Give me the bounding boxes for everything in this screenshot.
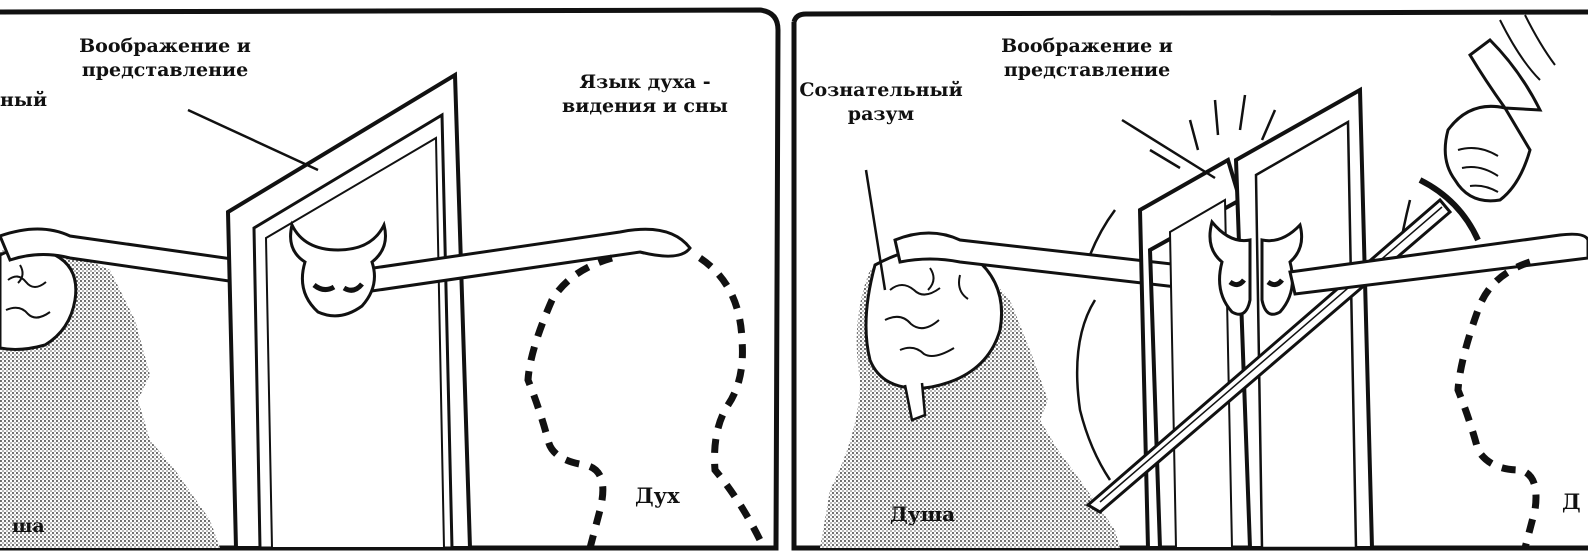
conscious-label-partial: ный: [0, 88, 47, 112]
spirit-language-line1: Язык духа -: [555, 70, 735, 94]
door-icon: [1140, 90, 1372, 548]
hand-icon: [1445, 15, 1555, 201]
imagination-label-line2: представление: [70, 58, 260, 82]
spirit-language-label: Язык духа - видения и сны: [555, 70, 735, 118]
conscious-mind-label: Сознательный разум: [796, 78, 966, 126]
imagination-label-left: Воображение и представление: [70, 34, 260, 82]
imagination-label-line2: представление: [992, 58, 1182, 82]
soul-label-partial: ша: [12, 514, 45, 538]
spirit-label-partial: Д: [1562, 490, 1581, 514]
conscious-mind-line2: разум: [796, 102, 966, 126]
imagination-label-right: Воображение и представление: [992, 34, 1182, 82]
spirit-label: Дух: [635, 484, 680, 508]
imagination-pointer-left: [188, 110, 318, 170]
imagination-label-line1: Воображение и: [70, 34, 260, 58]
head-silhouette-icon: [1458, 262, 1536, 548]
imagination-label-line1: Воображение и: [992, 34, 1182, 58]
conscious-mind-line1: Сознательный: [796, 78, 966, 102]
imagination-pointer-right: [1122, 120, 1215, 178]
soul-label: Душа: [890, 502, 955, 526]
spirit-language-line2: видения и сны: [555, 94, 735, 118]
